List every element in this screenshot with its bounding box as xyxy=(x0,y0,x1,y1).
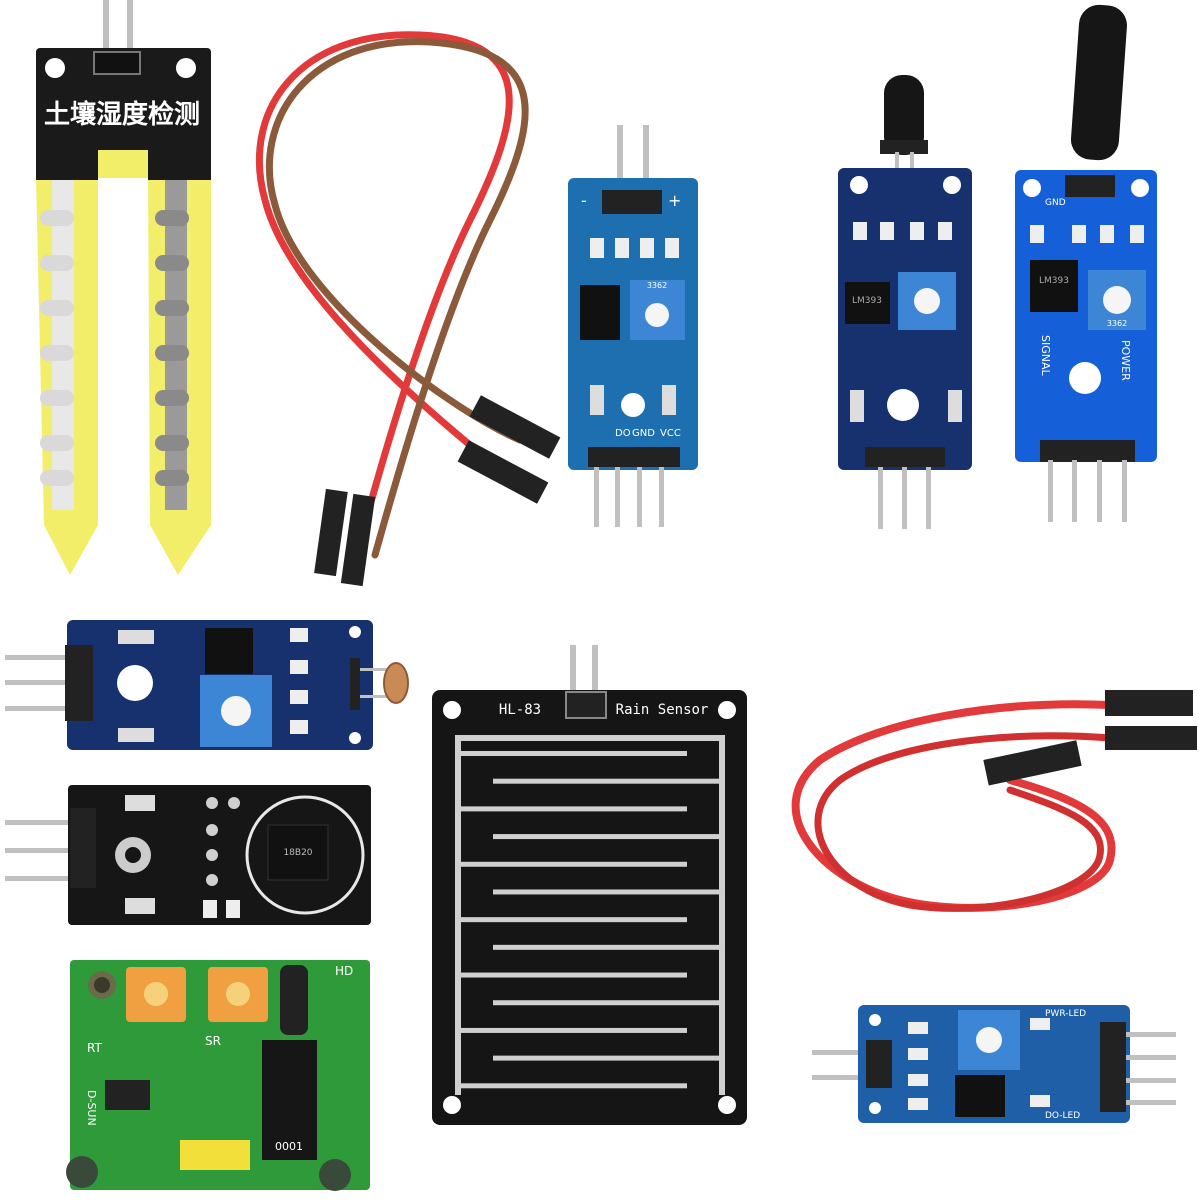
signal-label: SIGNAL xyxy=(1039,335,1052,377)
pin-label-gnd: GND xyxy=(632,428,655,439)
do-led-label: DO-LED xyxy=(1045,1111,1080,1121)
pin-label-do: DO xyxy=(615,428,631,439)
pin-label-vcc: VCC xyxy=(660,428,681,439)
rain-sensor-name: Rain Sensor xyxy=(616,702,709,718)
temperature-sensor-module: 18B20 xyxy=(5,785,371,925)
pir-motion-module: RT SR HD D-SUN 0001 xyxy=(66,960,370,1191)
temp-chip-label: 18B20 xyxy=(283,848,312,858)
rain-sensor-traces xyxy=(455,735,725,1095)
pot-label-vib: 3362 xyxy=(1107,319,1127,328)
rain-sensor-model: HL-83 xyxy=(499,702,541,718)
pin-label-gnd-vib: GND xyxy=(1045,198,1066,208)
pot-label: 3362 xyxy=(647,281,667,290)
chip-label-vib: LM393 xyxy=(1039,276,1069,286)
svg-text:-: - xyxy=(581,191,587,210)
soil-probe-label: 土壤湿度检测 xyxy=(44,99,200,130)
pwr-led-label: PWR-LED xyxy=(1045,1009,1086,1019)
soil-moisture-probe: 土壤湿度检测 xyxy=(36,0,211,575)
light-sensor-module xyxy=(5,620,409,750)
pir-id-label: 0001 xyxy=(275,1140,303,1153)
svg-text:+: + xyxy=(668,191,681,210)
sensor-module-lm393-blue: - + 3362 DO GND VCC xyxy=(568,125,698,527)
pir-code-label: D-SUN xyxy=(85,1090,98,1126)
chip-label-flame: LM393 xyxy=(852,296,882,306)
sensor-module-small-lm393: PWR-LED DO-LED xyxy=(812,1005,1176,1123)
jumper-wire-bottom xyxy=(791,690,1197,912)
flame-sensor-module: LM393 xyxy=(838,75,972,529)
rain-sensor-board: HL-83 Rain Sensor xyxy=(432,645,747,1125)
power-label: POWER xyxy=(1119,340,1132,381)
pir-hd-label: HD xyxy=(335,964,353,978)
pir-rt-label: RT xyxy=(87,1041,102,1055)
vibration-sensor-module: GND LM393 3362 SIGNAL POWER xyxy=(1015,4,1157,522)
pir-sr-label: SR xyxy=(205,1034,221,1048)
jumper-wire-top xyxy=(255,31,561,587)
